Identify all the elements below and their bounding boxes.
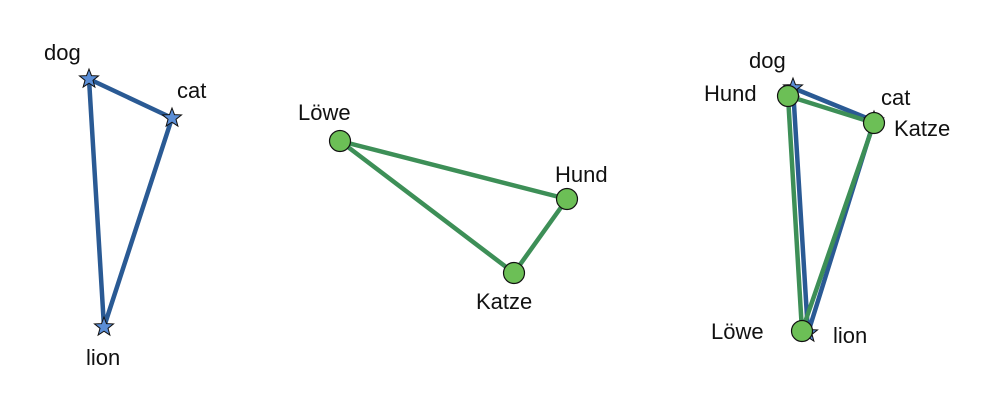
circle-marker-katze-aligned [862,111,886,135]
label-lowe-aligned: Löwe [711,319,764,344]
panel-aligned: dog Hund cat Katze Löwe lion [704,48,950,348]
star-shape [93,315,115,337]
label-katze-aligned: Katze [894,116,950,141]
german-triangle [337,138,570,276]
label-hund: Hund [555,162,608,187]
label-dog-aligned: dog [749,48,786,73]
label-cat-aligned: cat [881,85,910,110]
label-katze: Katze [476,289,532,314]
star-marker-cat [161,106,183,128]
label-dog: dog [44,40,81,65]
german-triangle-aligned [785,93,877,334]
star-marker-lion [93,315,115,337]
circle-marker-katze [502,261,526,285]
english-triangle [86,76,175,330]
circle-marker-hund [555,187,579,211]
label-cat: cat [177,78,206,103]
label-hund-aligned: Hund [704,81,757,106]
label-lion: lion [86,345,120,370]
star-shape [78,67,100,89]
circle-marker-hund-aligned [776,84,800,108]
star-marker-dog [78,67,100,89]
circle-marker-lowe [328,129,352,153]
star-shape [161,106,183,128]
label-lion-aligned: lion [833,323,867,348]
english-triangle-aligned [790,85,877,336]
label-lowe: Löwe [298,100,351,125]
panel-german: Löwe Hund Katze [298,100,608,314]
circle-marker-lowe-aligned [790,319,814,343]
panel-english: dog cat lion [44,40,206,370]
